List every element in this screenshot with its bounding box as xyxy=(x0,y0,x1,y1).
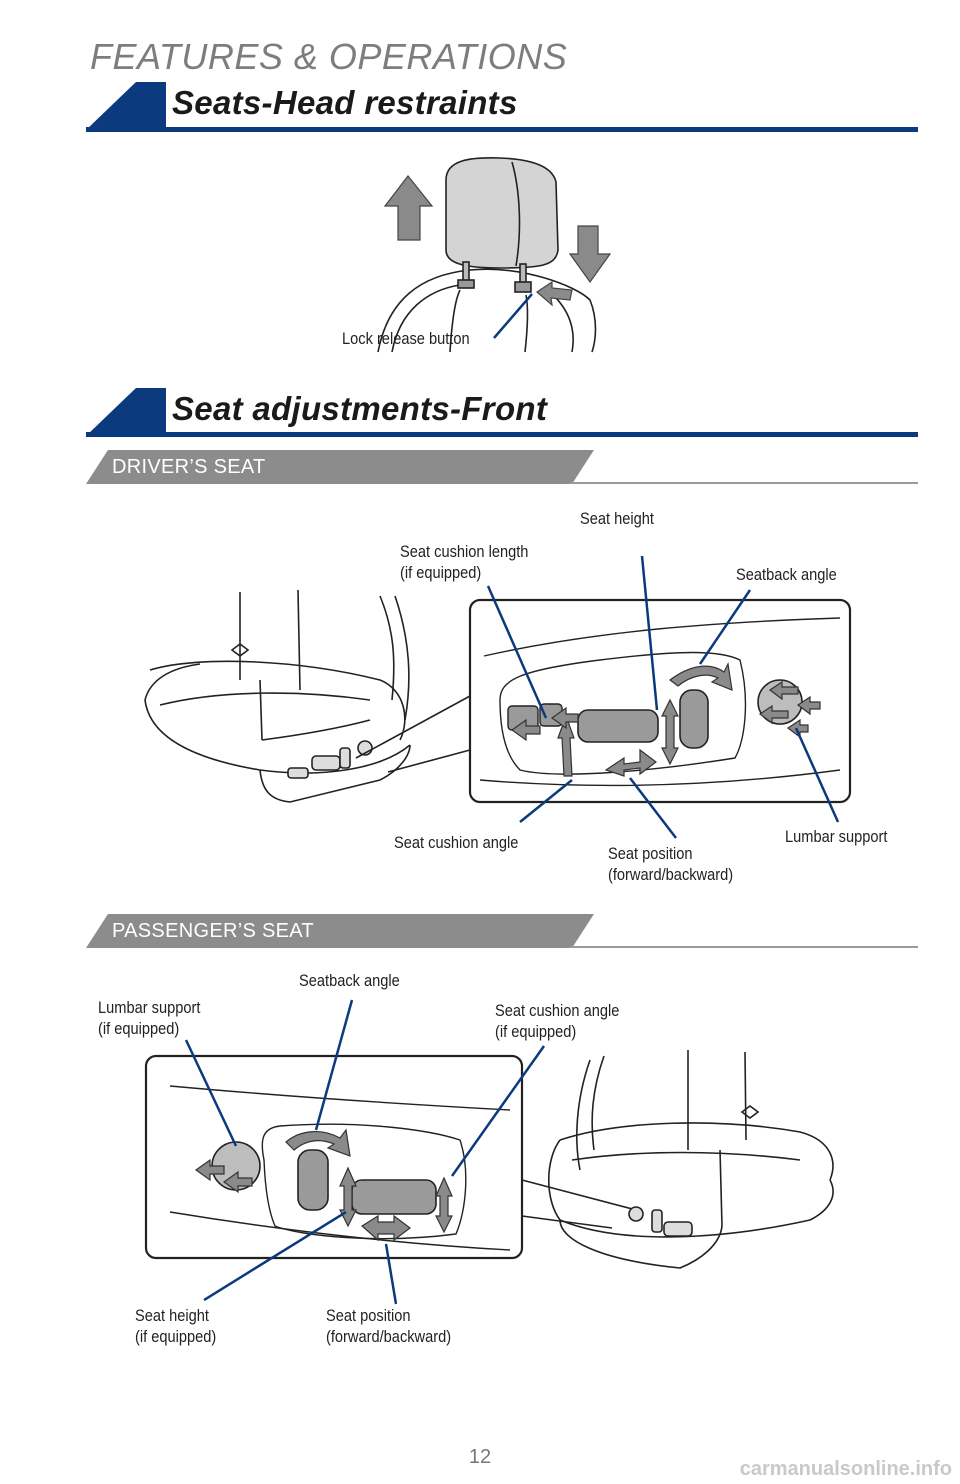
watermark: carmanualsonline.info xyxy=(739,1458,952,1480)
driver-tab-rule xyxy=(570,482,918,484)
heading-flag-icon xyxy=(86,82,166,130)
label-seatback-angle: Seatback angle xyxy=(736,565,837,584)
seatback-switch-icon xyxy=(679,689,709,749)
driver-tab-label: DRIVER’S SEAT xyxy=(112,456,266,478)
page-number: 12 xyxy=(468,1446,492,1468)
section-label: FEATURES & OPERATIONS xyxy=(90,36,568,77)
push-arrow-icon xyxy=(536,280,573,307)
label-p-seat-height: Seat height (if equipped) xyxy=(135,1306,217,1346)
passenger-tab-shape xyxy=(86,914,594,948)
arrow-up-icon xyxy=(383,175,434,241)
label-p-seat-position: Seat position (forward/backward) xyxy=(326,1306,452,1346)
label-lumbar-support: Lumbar support xyxy=(785,827,888,846)
label-p-lumbar-support: Lumbar support (if equipped) xyxy=(98,998,201,1038)
label-seat-position: Seat position (forward/backward) xyxy=(608,844,734,884)
driver-tab-shape xyxy=(86,450,594,484)
label-p-seatback-angle: Seatback angle xyxy=(299,971,400,990)
heading-rule xyxy=(86,127,918,132)
arrow-down-icon xyxy=(568,225,612,284)
label-seat-height: Seat height xyxy=(580,509,654,528)
heading-rule xyxy=(86,432,918,437)
label-cushion-angle: Seat cushion angle xyxy=(394,833,519,852)
seat-switch-icon xyxy=(577,709,659,743)
seatback-switch-icon xyxy=(297,1149,329,1211)
head-restraints-title: Seats-Head restraints xyxy=(172,84,518,121)
passenger-tab-rule xyxy=(570,946,918,948)
label-lock-release: Lock release button xyxy=(342,329,470,348)
seat-adjustments-title: Seat adjustments-Front xyxy=(172,390,548,427)
label-cushion-length: Seat cushion length (if equipped) xyxy=(400,542,529,582)
heading-flag-icon xyxy=(86,388,166,436)
passenger-tab-label: PASSENGER’S SEAT xyxy=(112,920,314,942)
label-p-cushion-angle: Seat cushion angle (if equipped) xyxy=(495,1001,620,1041)
seat-switch-icon xyxy=(351,1179,437,1215)
